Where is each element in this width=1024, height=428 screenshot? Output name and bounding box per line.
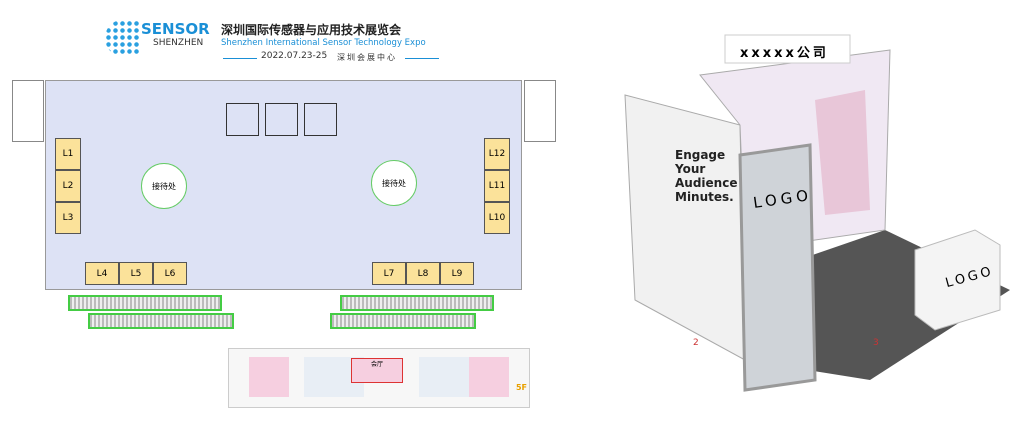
booth-l4[interactable]: L4 (85, 262, 119, 285)
booth-l7[interactable]: L7 (372, 262, 406, 285)
title-cn: 深圳国际传感器与应用技术展览会 (221, 23, 402, 37)
escalator (330, 313, 476, 329)
logo-line2: SHENZHEN (153, 38, 204, 48)
header-rule-left (223, 58, 257, 59)
display-square (226, 103, 259, 136)
booth-l2[interactable]: L2 (55, 170, 81, 202)
poster-graphic (815, 90, 870, 215)
minimap-hall (469, 357, 509, 397)
minimap: 会厅 5F (228, 348, 530, 408)
minimap-hall (249, 357, 289, 397)
escalator (340, 295, 494, 311)
header-rule-right (405, 58, 439, 59)
booth-l5[interactable]: L5 (119, 262, 153, 285)
booth-l3[interactable]: L3 (55, 202, 81, 234)
booth-l6[interactable]: L6 (153, 262, 187, 285)
booth-l10[interactable]: L10 (484, 202, 510, 234)
sensor-logo-dots-icon (105, 20, 139, 56)
reception-left: 接待处 (141, 163, 187, 209)
booth-left-wall (624, 94, 746, 361)
corner-label-left: 2 (693, 338, 699, 348)
display-square (265, 103, 298, 136)
title-en: Shenzhen International Sensor Technology… (221, 38, 426, 48)
company-sign-board (724, 34, 851, 64)
booth-3d-render: xxxxx公司 Engage Your Audience Minutes. LO… (615, 30, 1010, 420)
reception-counter (914, 229, 1001, 331)
booth-render-svg (624, 34, 1010, 392)
door-right-icon (524, 80, 556, 142)
company-sign: xxxxx公司 (740, 46, 829, 61)
expo-venue: 深圳会展中心 (337, 53, 397, 62)
minimap-floor: 5F (515, 383, 527, 392)
display-square (304, 103, 337, 136)
expo-date: 2022.07.23-25 (261, 51, 328, 61)
booth-l9[interactable]: L9 (440, 262, 474, 285)
poster-text: Engage Your Audience Minutes. (675, 148, 738, 204)
escalator (88, 313, 234, 329)
corner-label-right: 3 (873, 338, 879, 348)
door-left-icon (12, 80, 44, 142)
booth-l8[interactable]: L8 (406, 262, 440, 285)
hall-area (45, 80, 522, 290)
expo-header: SENSOR SHENZHEN 深圳国际传感器与应用技术展览会 Shenzhen… (105, 14, 445, 66)
booth-l1[interactable]: L1 (55, 138, 81, 170)
reception-right: 接待处 (371, 160, 417, 206)
booth-l11[interactable]: L11 (484, 170, 510, 202)
floor-plan: L1 L2 L3 L12 L11 L10 L4 L5 L6 L7 L8 L9 接… (10, 75, 556, 345)
booth-l12[interactable]: L12 (484, 138, 510, 170)
minimap-center-hall: 会厅 (351, 358, 403, 383)
escalator (68, 295, 222, 311)
glass-panel (738, 143, 817, 392)
logo-line1: SENSOR (141, 20, 210, 38)
